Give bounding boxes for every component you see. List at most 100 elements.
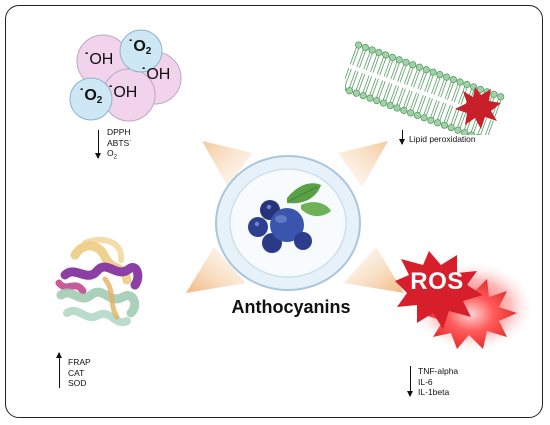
lipid-head (436, 71, 444, 79)
lipid-head (379, 99, 388, 107)
radical-bubble-o2-top (119, 29, 163, 73)
lipid-head (393, 104, 401, 112)
lipid-tail (356, 49, 364, 67)
lipid-tail (372, 55, 380, 73)
lipid-head (407, 109, 415, 117)
lipid-head (368, 46, 376, 54)
ros-label: ROS (410, 268, 464, 295)
decrease-arrow-cytokines (407, 366, 413, 397)
lipid-tail (431, 76, 439, 95)
lipid-tail (376, 57, 384, 75)
lipid-tail (480, 118, 488, 135)
radical-bubble-o2-left (69, 77, 113, 121)
lipid-tail (432, 100, 440, 119)
lipid-head (461, 129, 469, 135)
lipid-tail (406, 67, 414, 86)
label-dpph: DPPH (107, 127, 131, 137)
lipid-tail (433, 77, 441, 95)
lipid-tail (379, 58, 387, 76)
blueberries-plate-icon (215, 155, 361, 291)
lipid-tail (383, 59, 391, 77)
lipid-tail (459, 110, 467, 128)
lipid-tail (405, 90, 413, 109)
lipid-head (456, 78, 464, 86)
lipid-tail (370, 54, 378, 72)
ros-burst-icon (395, 251, 535, 353)
lipid-tail (417, 71, 425, 90)
lipid-tail (345, 68, 352, 87)
ros-burst-primary (395, 251, 483, 329)
label-il-1beta: IL-1beta (418, 387, 450, 397)
lipid-tail (443, 104, 451, 123)
lipid-head (395, 56, 403, 64)
lipid-tail (396, 87, 404, 105)
lipid-tail (410, 69, 418, 87)
lipid-head (490, 90, 498, 98)
berry-5 (294, 232, 312, 250)
lipid-tail (419, 72, 427, 91)
lipid-head (467, 131, 476, 135)
lipid-tail (439, 103, 447, 121)
lipid-tail (371, 78, 379, 96)
lipid-tail (399, 65, 407, 83)
center-title: Anthocyanins (231, 297, 351, 317)
lipid-head (447, 124, 455, 132)
radical-oh-1: ˙OH (84, 51, 114, 68)
lipid-head (463, 80, 471, 89)
lipid-tail (424, 74, 432, 92)
lipid-tail (376, 80, 384, 98)
lipid-tail (363, 52, 371, 70)
radical-oh-3: ˙OH (108, 84, 138, 101)
lipid-head (388, 53, 397, 61)
lipid-head (402, 58, 410, 66)
radical-oh-2: ˙OH (141, 66, 171, 83)
lipid-tail (458, 86, 466, 104)
lipid-tail (359, 50, 367, 68)
lipid-tail (365, 53, 373, 71)
lipid-tail (446, 105, 454, 123)
lipid-tail (444, 81, 452, 99)
lipid-tail (484, 119, 492, 135)
lipid-head (429, 68, 437, 76)
assay-labels: DPPH ABTS˙ O2 (107, 127, 132, 163)
lipid-tail (403, 90, 411, 108)
lipid-tail (486, 120, 494, 135)
radical-o2-1: ˙O2 (128, 38, 152, 57)
lipid-tail (423, 97, 431, 115)
lipid-head (449, 75, 457, 84)
diagram-frame (5, 5, 543, 418)
lipid-tail (345, 67, 350, 86)
lipid-head (400, 106, 408, 114)
lipid-tail (398, 88, 406, 106)
enzyme-labels: FRAP CAT SOD (68, 357, 91, 389)
lipid-head (361, 43, 369, 52)
lipid-tail (403, 66, 411, 85)
lipid-head (355, 41, 363, 49)
label-abts: ABTS˙ (107, 137, 133, 148)
lipid-tail (437, 102, 445, 120)
lipid-tail (452, 108, 460, 126)
peroxidation-burst (455, 87, 501, 129)
enzyme-protein-icon (55, 236, 143, 327)
lipid-tail (386, 60, 394, 78)
label-tnf-alpha: TNF-alpha (418, 366, 459, 376)
lipid-head (422, 66, 430, 74)
lipid-head (497, 93, 505, 101)
radical-o2-2: ˙O2 (79, 87, 103, 106)
free-radicals-icon (69, 29, 182, 122)
lipid-tail (392, 62, 400, 81)
lipid-tail (352, 48, 360, 66)
cytokine-labels: TNF-alpha IL-6 IL-1beta (418, 366, 458, 398)
lipid-bilayer-icon (345, 41, 505, 135)
lipid-tail (397, 64, 405, 82)
lipid-head (366, 94, 374, 102)
center-halo (186, 141, 404, 293)
lipid-tail (349, 47, 357, 65)
lipid-head (409, 61, 417, 69)
lipid-tail (392, 86, 400, 104)
lipid-tail (419, 95, 427, 114)
lipid-tail (426, 75, 434, 93)
lipid-tail (409, 92, 417, 110)
lipid-tail (416, 95, 424, 113)
lipid-head (375, 48, 383, 56)
